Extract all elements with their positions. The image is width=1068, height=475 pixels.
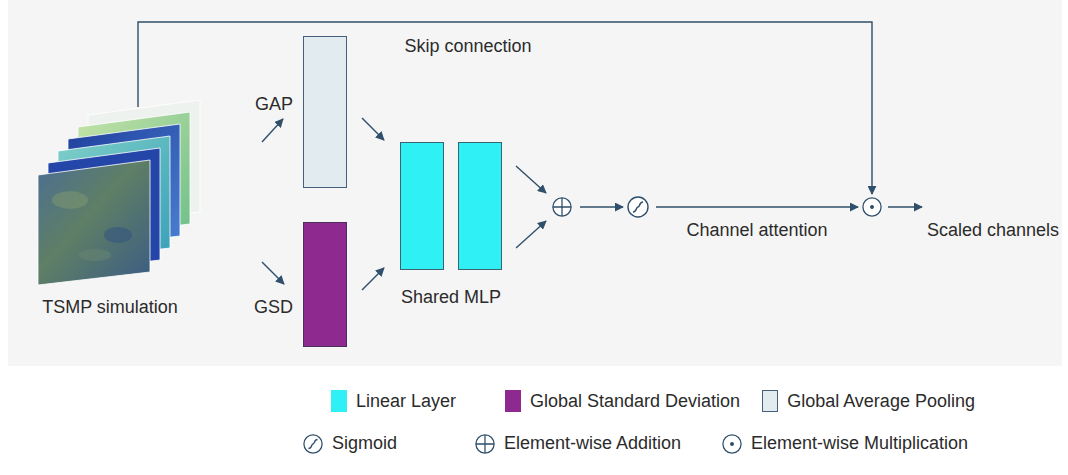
legend-symbol — [303, 434, 323, 454]
connector-label: Channel attention — [683, 219, 830, 241]
legend-text: Element-wise Addition — [504, 433, 681, 454]
legend-item: Sigmoid — [303, 433, 397, 454]
connector-label: Skip connection — [401, 35, 534, 57]
simulation-stack: TSMP simulation — [38, 103, 205, 285]
legend-item: Element-wise Addition — [475, 433, 681, 454]
simulation-stack-art — [38, 100, 200, 285]
legend-swatch — [762, 390, 778, 412]
linear-layer — [458, 142, 502, 270]
legend-item: Linear Layer — [331, 390, 456, 412]
legend-text: Sigmoid — [332, 433, 397, 454]
panel-ground — [8, 0, 1062, 366]
connector-arrow — [138, 22, 872, 194]
connector-arrow — [262, 119, 283, 142]
legend-item: Global Average Pooling — [762, 390, 975, 412]
addition-symbol — [552, 197, 572, 217]
dot-glyph — [862, 197, 882, 217]
legend-text: Global Standard Deviation — [530, 391, 740, 412]
node-label: Shared MLP — [401, 286, 501, 308]
connector-arrow — [362, 268, 384, 290]
connector-arrow — [516, 221, 546, 248]
connector-arrow — [516, 166, 546, 193]
legend-symbol — [722, 434, 742, 454]
legend-swatch — [331, 390, 347, 412]
connector-arrow — [580, 206, 623, 207]
legend-symbol — [475, 434, 495, 454]
sigmoid-symbol — [627, 196, 649, 218]
plus-glyph — [475, 434, 495, 454]
connector-arrow — [262, 262, 284, 284]
legend-text: Element-wise Multiplication — [751, 433, 968, 454]
legend-item: Element-wise Multiplication — [722, 433, 968, 454]
connector-arrow — [362, 118, 384, 140]
node-label: GSD — [254, 296, 293, 318]
node-label: TSMP simulation — [42, 296, 178, 318]
output-label: Scaled channels — [927, 219, 1059, 241]
pooling-bar: GAP — [303, 36, 347, 188]
legend-swatch — [505, 390, 521, 412]
output-arrow — [888, 206, 922, 207]
plus-glyph — [552, 197, 572, 217]
legend-item: Global Standard Deviation — [505, 390, 740, 412]
std-bar: GSD — [303, 222, 347, 347]
legend-text: Global Average Pooling — [787, 391, 975, 412]
dot-glyph — [722, 434, 742, 454]
node-label: GAP — [255, 93, 293, 115]
connector-arrow — [656, 206, 858, 207]
legend-text: Linear Layer — [356, 391, 456, 412]
multiplication-symbol — [862, 197, 882, 217]
sigmoid-glyph — [627, 196, 649, 218]
shared-mlp: Shared MLP — [400, 142, 502, 270]
sigmoid-glyph — [303, 434, 323, 454]
linear-layer — [400, 142, 444, 270]
